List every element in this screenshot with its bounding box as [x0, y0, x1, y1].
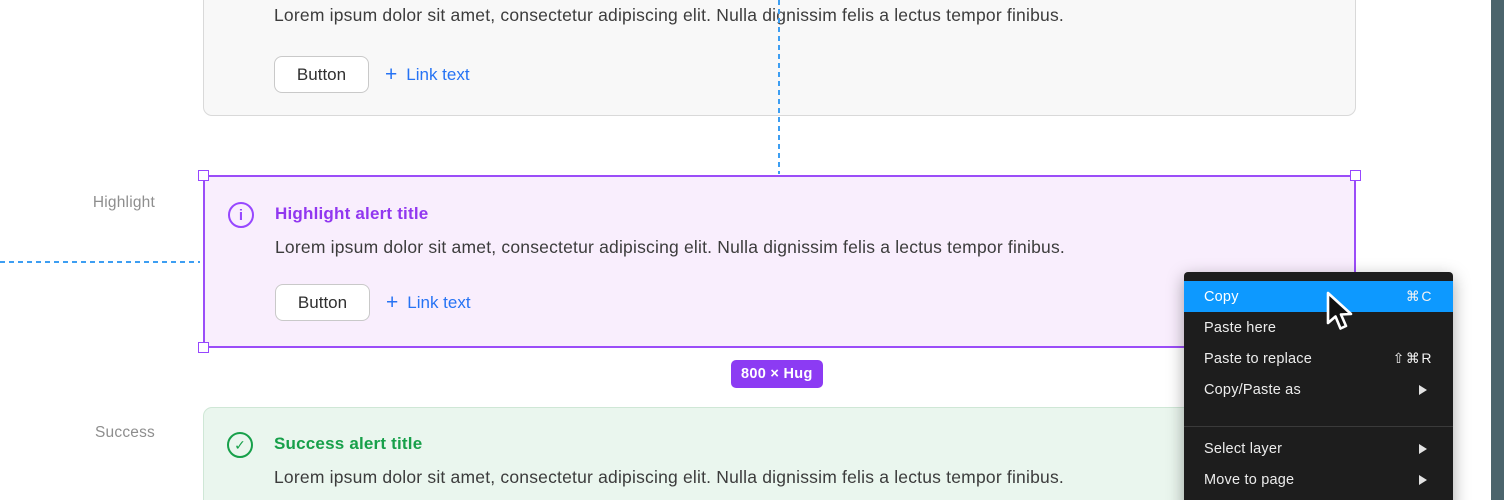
info-alert-body: Lorem ipsum dolor sit amet, consectetur … [274, 5, 1064, 25]
section-label-success[interactable]: Success [95, 424, 155, 441]
selection-handle-top-left[interactable] [198, 170, 209, 181]
menu-item-label: Copy [1204, 288, 1239, 305]
highlight-alert-button-label: Button [297, 292, 348, 312]
check-circle-icon: ✓ [227, 432, 253, 458]
highlight-alert-body: Lorem ipsum dolor sit amet, consectetur … [275, 237, 1065, 257]
mouse-cursor-icon [1324, 291, 1354, 338]
selection-size-badge: 800 × Hug [731, 360, 823, 388]
info-alert-button-label: Button [296, 64, 347, 84]
menu-item-select-layer[interactable]: Select layer [1184, 433, 1453, 464]
menu-item-paste-here[interactable]: Paste here [1184, 312, 1453, 343]
menu-item-copy-paste-as[interactable]: Copy/Paste as [1184, 374, 1453, 405]
menu-item-move-to-page[interactable]: Move to page [1184, 464, 1453, 495]
plus-icon: + [385, 63, 398, 86]
highlight-alert-button[interactable]: Button [275, 284, 370, 321]
info-alert-link-label: Link text [406, 64, 470, 84]
success-alert-title: Success alert title [274, 434, 423, 453]
submenu-arrow-icon [1419, 443, 1427, 454]
check-icon-glyph: ✓ [234, 436, 246, 453]
highlight-alert-link[interactable]: + Link text [386, 284, 471, 321]
menu-separator [1184, 426, 1453, 427]
highlight-alert-title: Highlight alert title [275, 204, 429, 223]
menu-item-copy[interactable]: Copy ⌘C [1184, 281, 1453, 312]
menu-item-label: Move to page [1204, 471, 1295, 488]
section-label-highlight[interactable]: Highlight [92, 194, 155, 211]
success-alert-card[interactable]: ✓ Success alert title Lorem ipsum dolor … [203, 407, 1356, 500]
submenu-arrow-icon [1419, 384, 1427, 395]
menu-item-label: Paste to replace [1204, 350, 1312, 367]
menu-item-label: Copy/Paste as [1204, 381, 1301, 398]
menu-item-label: Paste here [1204, 319, 1277, 336]
menu-item-shortcut: ⌘C [1405, 288, 1433, 304]
menu-item-label: Select layer [1204, 440, 1283, 457]
success-alert-body: Lorem ipsum dolor sit amet, consectetur … [274, 467, 1064, 487]
context-menu: Copy ⌘C Paste here Paste to replace ⇧⌘R … [1184, 272, 1453, 500]
vertical-guide-line [778, 0, 780, 174]
menu-item-paste-to-replace[interactable]: Paste to replace ⇧⌘R [1184, 343, 1453, 374]
info-icon-glyph: i [238, 206, 244, 224]
submenu-arrow-icon [1419, 474, 1427, 485]
window-edge-strip [1491, 0, 1504, 500]
highlight-alert-link-label: Link text [407, 292, 471, 312]
horizontal-guide-line [0, 261, 200, 263]
info-circle-icon: i [228, 202, 254, 228]
highlight-alert-card[interactable]: i Highlight alert title Lorem ipsum dolo… [198, 170, 1361, 353]
info-alert-button[interactable]: Button [274, 56, 369, 93]
plus-icon: + [386, 291, 399, 314]
menu-item-shortcut: ⇧⌘R [1392, 350, 1433, 366]
selection-handle-bottom-left[interactable] [198, 342, 209, 353]
info-alert-link[interactable]: + Link text [385, 56, 470, 93]
selection-handle-top-right[interactable] [1350, 170, 1361, 181]
